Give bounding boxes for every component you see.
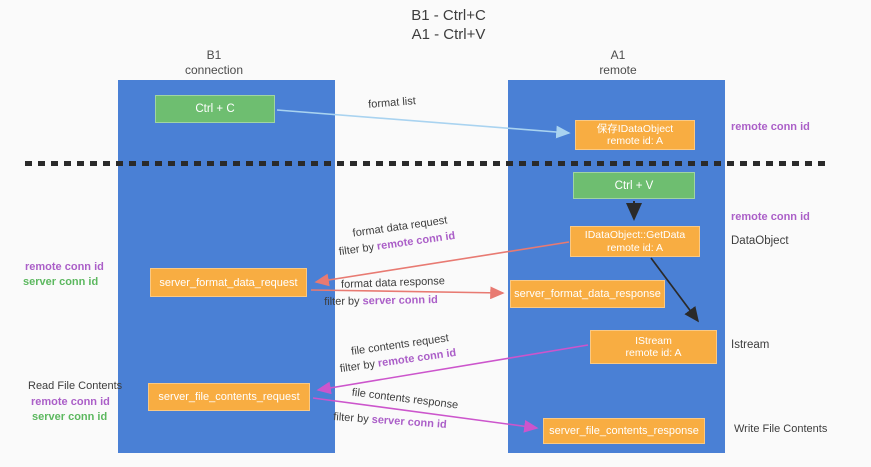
label-left-server-conn-id-file: server conn id	[32, 411, 108, 423]
lane-header-a1-remote: A1 remote	[553, 48, 683, 78]
node-istream-line2: remote id: A	[625, 347, 682, 359]
node-ctrl-v: Ctrl + V	[573, 172, 695, 199]
label-right-remote-conn-id-mid: remote conn id	[731, 211, 810, 223]
session-divider-dashed-line	[25, 161, 831, 166]
label-left-remote-conn-id-file: remote conn id	[31, 396, 110, 408]
node-server-file-contents-request: server_file_contents_request	[148, 383, 310, 411]
filter-by-text: filter by	[339, 358, 376, 376]
node-ctrl-c: Ctrl + C	[155, 95, 275, 123]
diagram-title: B1 - Ctrl+C A1 - Ctrl+V	[0, 6, 871, 44]
lane-b1-subtitle: connection	[184, 63, 244, 77]
node-istream: IStream remote id: A	[590, 330, 717, 364]
node-save-idataobject-line2: remote id: A	[606, 135, 664, 147]
edge-label-format-data-response: format data response	[340, 275, 446, 291]
label-write-file-contents: Write File Contents	[734, 423, 828, 435]
node-getdata-line2: remote id: A	[606, 241, 664, 254]
label-istream: Istream	[731, 339, 770, 351]
node-save-idataobject: 保存IDataObject remote id: A	[575, 120, 695, 150]
title-line-2: A1 - Ctrl+V	[411, 26, 486, 43]
server-conn-id-text: server conn id	[362, 294, 438, 308]
node-idataobject-getdata: IDataObject::GetData remote id: A	[570, 226, 700, 257]
node-getdata-line1: IDataObject::GetData	[584, 229, 686, 241]
node-istream-line1: IStream	[635, 334, 672, 347]
lane-header-b1-connection: B1 connection	[149, 48, 279, 78]
node-server-format-data-response: server_format_data_response	[510, 280, 665, 308]
filter-by-text: filter by	[338, 241, 375, 259]
filter-by-text: filter by	[332, 411, 370, 426]
node-save-idataobject-line1: 保存IDataObject	[596, 122, 674, 135]
title-line-1: B1 - Ctrl+C	[411, 7, 486, 24]
label-dataobject: DataObject	[731, 235, 789, 247]
label-left-server-conn-id-format: server conn id	[23, 276, 99, 288]
label-left-remote-conn-id-format: remote conn id	[25, 261, 104, 273]
filter-by-text: filter by	[324, 295, 360, 308]
lane-b1-title: B1	[206, 48, 222, 62]
node-server-file-contents-response: server_file_contents_response	[543, 418, 705, 444]
edge-label-file-contents-response: file contents response	[351, 386, 459, 412]
label-read-file-contents: Read File Contents	[28, 380, 123, 392]
edge-label-format-list: format list	[367, 95, 417, 111]
node-server-format-data-request: server_format_data_request	[150, 268, 307, 297]
lane-a1-title: A1	[610, 48, 626, 62]
lane-a1-subtitle: remote	[599, 63, 637, 77]
server-conn-id-text: server conn id	[371, 413, 448, 431]
label-right-remote-conn-id-top: remote conn id	[731, 121, 810, 133]
